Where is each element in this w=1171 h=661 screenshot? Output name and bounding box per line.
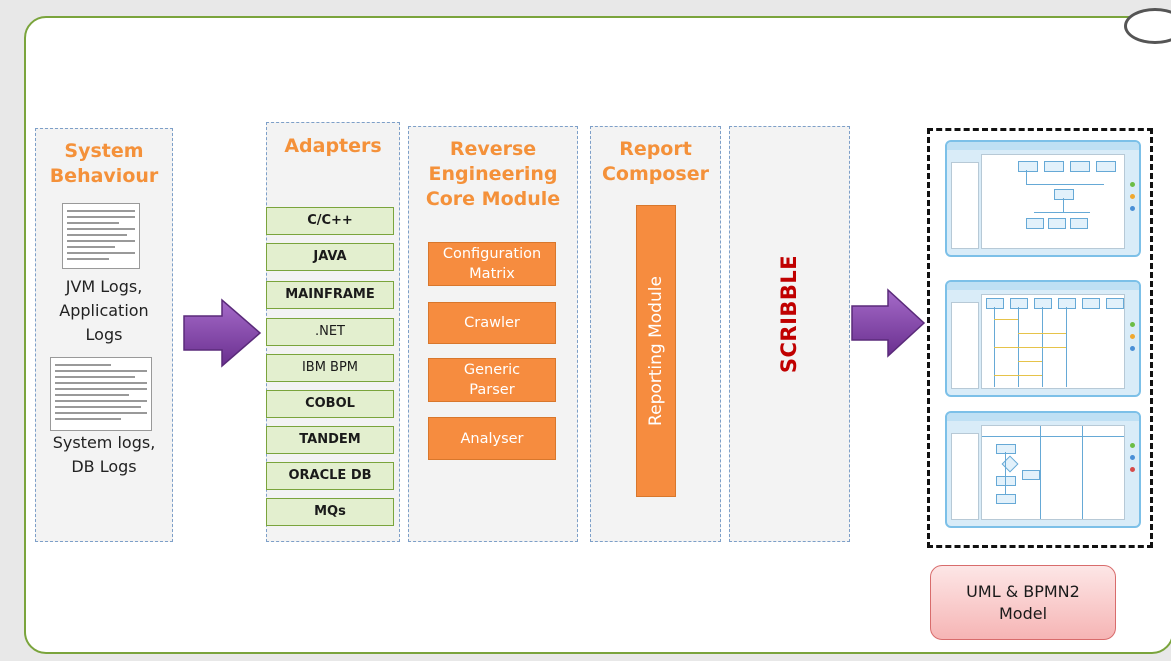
system-log-screenshot	[50, 357, 152, 431]
title-line: Report	[619, 138, 692, 160]
label-line: JVM Logs,	[65, 277, 143, 296]
jvm-logs-label: JVM Logs, Application Logs	[36, 275, 172, 347]
model-line: UML & BPMN2	[966, 581, 1080, 601]
generic-parser-box: Generic Parser	[428, 358, 556, 402]
title-line: Composer	[601, 163, 709, 185]
reporting-module-label: Reporting Module	[646, 276, 666, 426]
box-line: Crawler	[464, 315, 520, 331]
box-line: Matrix	[469, 266, 515, 282]
jvm-log-screenshot	[62, 203, 140, 269]
input-arrow	[183, 298, 262, 368]
adapter-tandem: TANDEM	[266, 426, 394, 454]
adapter-ibm-bpm: IBM BPM	[266, 354, 394, 382]
title-line: System	[64, 140, 144, 162]
label-line: Logs	[85, 325, 123, 344]
analyser-box: Analyser	[428, 417, 556, 460]
output-arrow	[851, 288, 926, 358]
adapter-oracle-db: ORACLE DB	[266, 462, 394, 490]
crawler-box: Crawler	[428, 302, 556, 344]
title-line: Engineering	[428, 163, 558, 185]
adapter-mqs: MQs	[266, 498, 394, 526]
title-line: Behaviour	[49, 165, 159, 187]
scribble-panel	[729, 126, 850, 542]
label-line: DB Logs	[71, 457, 137, 476]
report-composer-title: Report Composer	[591, 137, 720, 187]
system-behaviour-panel: System Behaviour JVM Logs, Application L…	[35, 128, 173, 542]
box-line: Analyser	[460, 430, 524, 447]
uml-sequence-diagram-window	[945, 280, 1141, 397]
corner-circle-shape	[1124, 8, 1171, 44]
label-line: System logs,	[52, 433, 156, 452]
adapter-c-cpp: C/C++	[266, 207, 394, 235]
adapters-title: Adapters	[284, 135, 382, 157]
bpmn-flow-diagram-window	[945, 411, 1141, 528]
adapter-cobol: COBOL	[266, 390, 394, 418]
configuration-matrix-box: Configuration Matrix	[428, 242, 556, 286]
adapter-mainframe: MAINFRAME	[266, 281, 394, 309]
reporting-module-box: Reporting Module	[636, 205, 676, 497]
adapter-java: JAVA	[266, 243, 394, 271]
box-line: Configuration	[442, 246, 542, 262]
model-line: Model	[998, 603, 1048, 623]
adapter-dotnet: .NET	[266, 318, 394, 346]
system-behaviour-title: System Behaviour	[36, 139, 172, 189]
uml-class-diagram-window	[945, 140, 1141, 257]
box-line: Generic	[463, 362, 521, 378]
title-line: Reverse	[449, 138, 537, 160]
core-module-title: Reverse Engineering Core Module	[409, 137, 577, 212]
scribble-label: SCRIBBLE	[777, 254, 801, 374]
box-line: Parser	[469, 382, 515, 398]
label-line: Application	[59, 301, 149, 320]
title-line: Core Module	[425, 188, 561, 210]
uml-bpmn2-model-box: UML & BPMN2 Model	[930, 565, 1116, 640]
system-logs-label: System logs, DB Logs	[36, 431, 172, 479]
